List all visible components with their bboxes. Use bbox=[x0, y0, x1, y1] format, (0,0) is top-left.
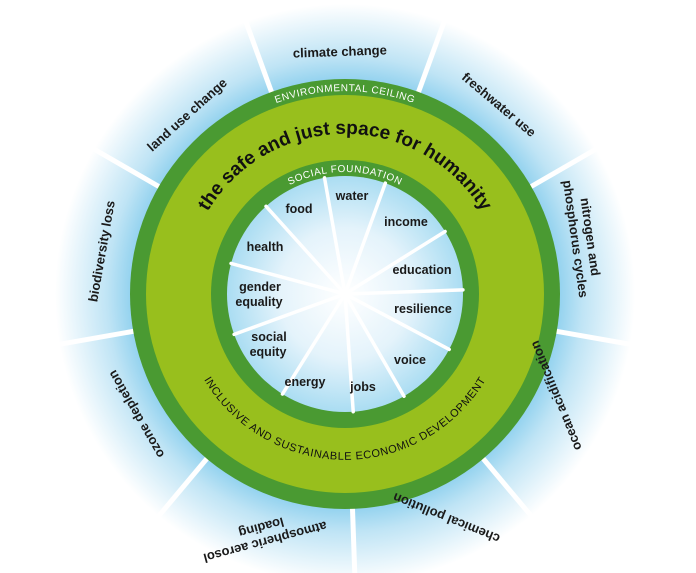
inner-spoke bbox=[264, 204, 345, 294]
inner-spoke bbox=[232, 293, 344, 337]
inner-spoke bbox=[346, 288, 465, 296]
inner-spoke bbox=[343, 295, 355, 414]
foundation-energy: energy bbox=[285, 375, 326, 389]
outer-separator bbox=[49, 328, 137, 349]
inner-spoke bbox=[344, 294, 406, 398]
foundation-gender-equality-line2: equality bbox=[235, 295, 282, 309]
foundation-water: water bbox=[335, 189, 369, 203]
social-core bbox=[227, 176, 463, 412]
inner-spoke bbox=[229, 261, 344, 295]
foundation-social-equity-line1: social bbox=[251, 330, 286, 344]
foundation-social-equity-line2: equity bbox=[250, 345, 287, 359]
outer-separator bbox=[150, 454, 211, 526]
outer-separator bbox=[479, 454, 540, 526]
outer-separator bbox=[240, 11, 275, 96]
outer-separator bbox=[415, 11, 450, 96]
outer-separator bbox=[527, 141, 607, 191]
foundation-health: health bbox=[247, 240, 284, 254]
inner-separators bbox=[229, 176, 465, 414]
inner-spoke bbox=[345, 229, 447, 295]
foundation-food: food bbox=[285, 202, 312, 216]
foundation-gender-equality-line1: gender bbox=[239, 280, 281, 294]
foundation-income: income bbox=[384, 215, 428, 229]
outer-separator bbox=[553, 328, 641, 349]
inner-spoke bbox=[345, 293, 451, 352]
foundation-resilience: resilience bbox=[394, 302, 452, 316]
outer-separator bbox=[83, 141, 163, 191]
inner-spoke bbox=[344, 181, 388, 293]
inner-spoke bbox=[280, 294, 346, 396]
foundation-jobs: jobs bbox=[349, 380, 376, 394]
inner-spoke bbox=[322, 176, 347, 293]
boundary-climate-change: climate change bbox=[293, 42, 387, 60]
outer-separators bbox=[49, 11, 641, 573]
outer-separator bbox=[349, 505, 358, 573]
foundation-education: education bbox=[392, 263, 451, 277]
foundation-voice: voice bbox=[394, 353, 426, 367]
